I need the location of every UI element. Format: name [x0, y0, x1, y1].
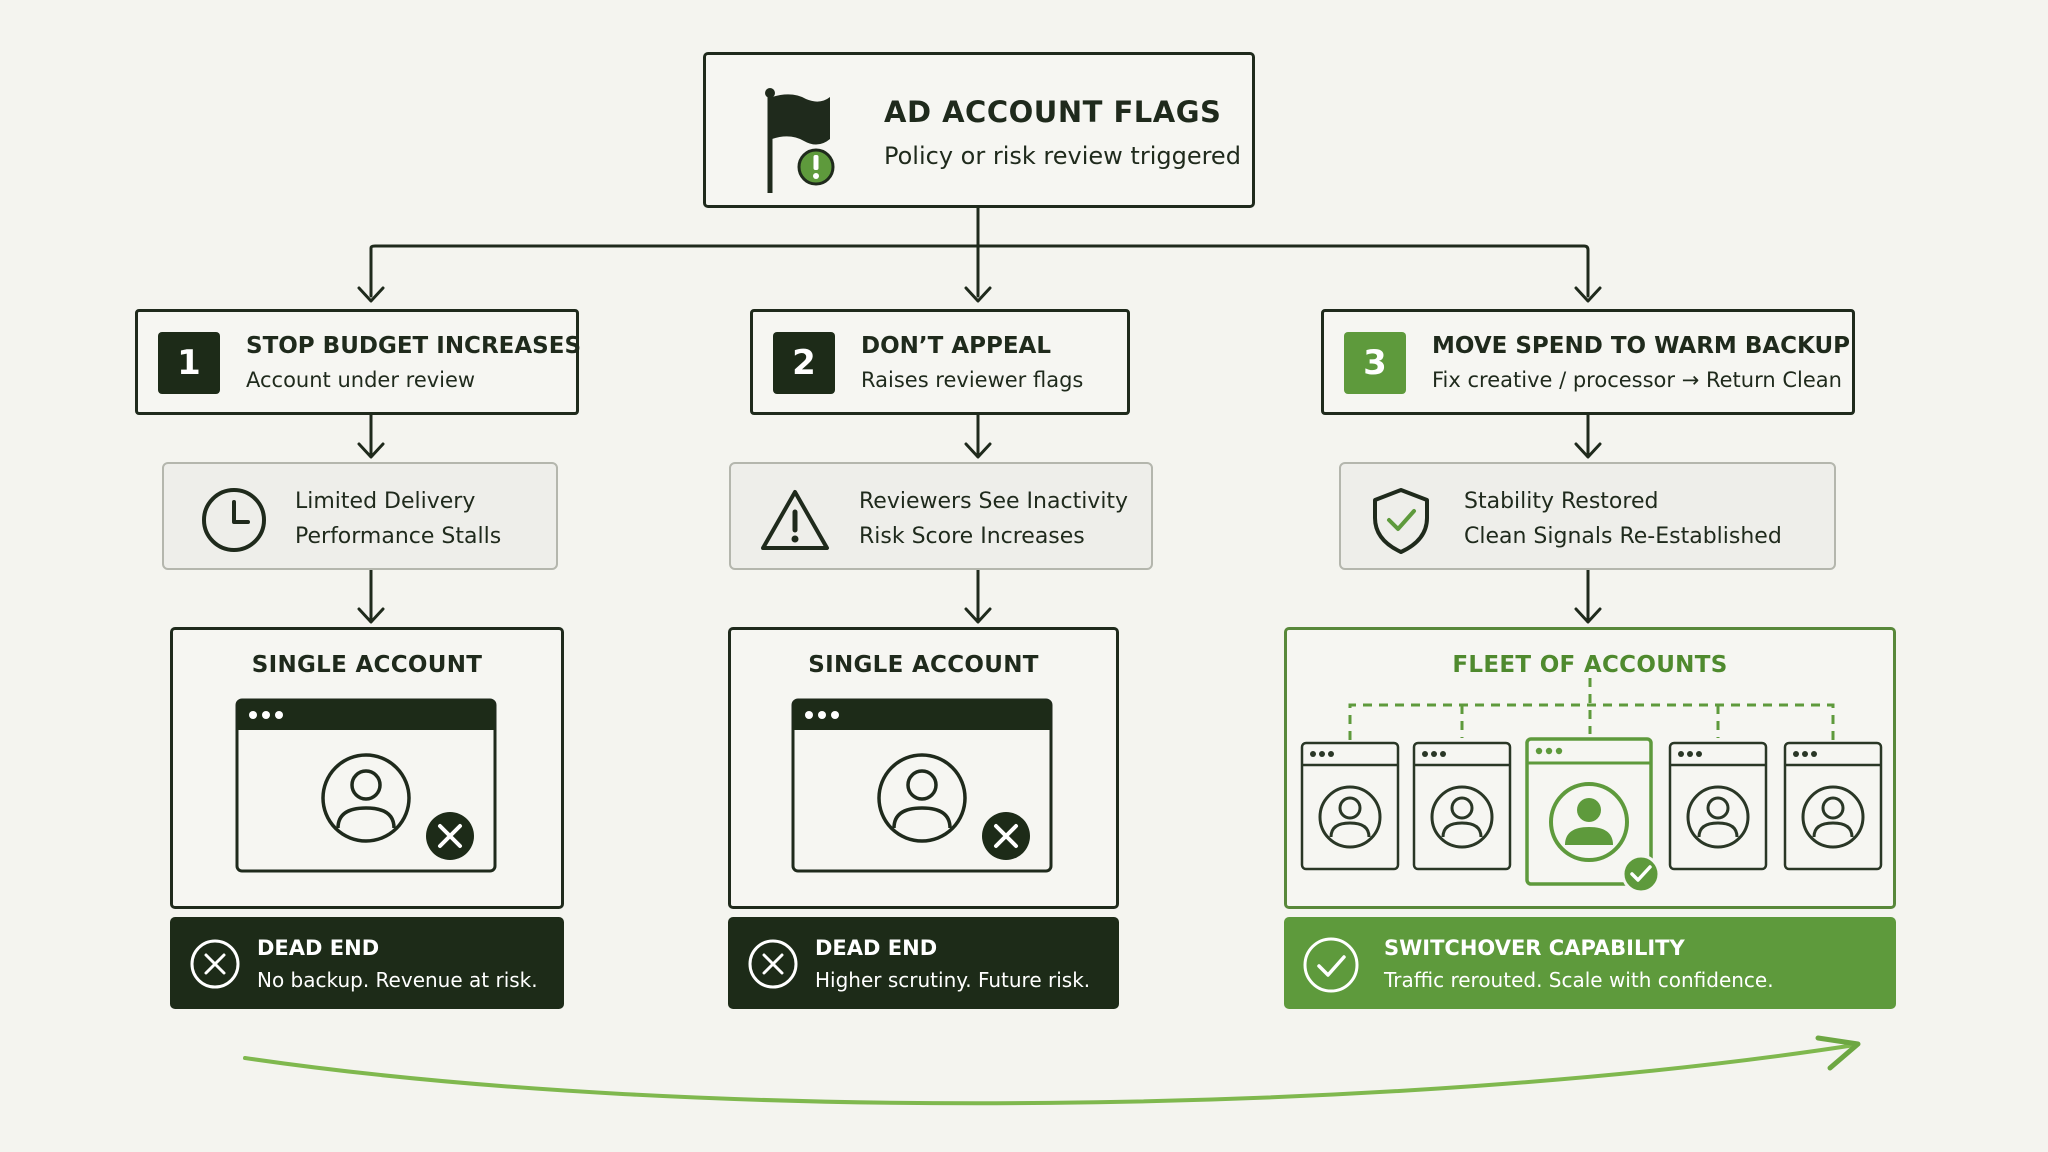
single-account-panel-1: SINGLE ACCOUNT: [170, 627, 564, 909]
result-subtitle: Higher scrutiny. Future risk.: [815, 968, 1091, 992]
fleet-diagram: [1300, 678, 1883, 894]
account-window-icon: [1412, 741, 1512, 871]
step-number-badge: 2: [773, 332, 835, 394]
result-title: DEAD END: [257, 936, 380, 960]
account-window-icon: [1668, 741, 1768, 871]
effect-line-1: Stability Restored: [1464, 489, 1659, 514]
account-window-icon: [791, 698, 1053, 873]
effect-line-1: Limited Delivery: [295, 489, 476, 514]
shield-check-icon: [1373, 488, 1429, 554]
result-switchover-capability: SWITCHOVER CAPABILITY Traffic rerouted. …: [1284, 917, 1896, 1009]
account-panel-title: SINGLE ACCOUNT: [808, 652, 1039, 678]
step-subtitle: Raises reviewer flags: [861, 368, 1084, 392]
active-account-window-icon: [1525, 737, 1661, 894]
single-account-panel-2: SINGLE ACCOUNT: [728, 627, 1119, 909]
x-circle-icon: [190, 939, 240, 989]
root-subtitle: Policy or risk review triggered: [884, 142, 1241, 170]
effect-node-1: Limited Delivery Performance Stalls: [162, 462, 558, 570]
result-subtitle: No backup. Revenue at risk.: [257, 968, 538, 992]
account-window-icon: [1783, 741, 1883, 871]
account-window-icon: [1300, 741, 1400, 871]
result-dead-end-1: DEAD END No backup. Revenue at risk.: [170, 917, 564, 1009]
x-circle-icon: [748, 939, 798, 989]
step-subtitle: Fix creative / processor → Return Clean: [1432, 368, 1842, 392]
warning-triangle-icon: [761, 490, 829, 550]
x-badge-icon: [426, 812, 474, 860]
step-node-3: 3 MOVE SPEND TO WARM BACKUP Fix creative…: [1321, 309, 1855, 415]
x-badge-icon: [982, 812, 1030, 860]
account-panel-title: SINGLE ACCOUNT: [251, 652, 483, 678]
result-title: SWITCHOVER CAPABILITY: [1384, 936, 1685, 960]
effect-node-2: Reviewers See Inactivity Risk Score Incr…: [729, 462, 1153, 570]
step-node-2: 2 DON’T APPEAL Raises reviewer flags: [750, 309, 1130, 415]
effect-line-2: Clean Signals Re-Established: [1464, 524, 1782, 549]
effect-line-1: Reviewers See Inactivity: [859, 489, 1129, 514]
result-dead-end-2: DEAD END Higher scrutiny. Future risk.: [728, 917, 1119, 1009]
root-node: AD ACCOUNT FLAGS Policy or risk review t…: [703, 52, 1255, 208]
result-subtitle: Traffic rerouted. Scale with confidence.: [1384, 968, 1774, 992]
user-avatar-icon: [877, 753, 967, 843]
account-panel-title: FLEET OF ACCOUNTS: [1452, 652, 1728, 678]
root-title: AD ACCOUNT FLAGS: [884, 95, 1222, 129]
check-circle-icon: [1303, 937, 1359, 993]
step-title: MOVE SPEND TO WARM BACKUP: [1432, 333, 1850, 359]
step-number-badge: 1: [158, 332, 220, 394]
fleet-of-accounts-panel: FLEET OF ACCOUNTS: [1284, 627, 1896, 909]
step-subtitle: Account under review: [246, 368, 476, 392]
step-node-1: 1 STOP BUDGET INCREASES Account under re…: [135, 309, 582, 415]
flag-icon: [765, 88, 835, 193]
step-title: STOP BUDGET INCREASES: [246, 333, 582, 359]
effect-node-3: Stability Restored Clean Signals Re-Esta…: [1339, 462, 1836, 570]
result-title: DEAD END: [815, 936, 938, 960]
user-avatar-icon: [321, 753, 411, 843]
step-title: DON’T APPEAL: [861, 333, 1052, 359]
effect-line-2: Risk Score Increases: [859, 524, 1085, 549]
clock-icon: [202, 488, 266, 552]
step-number-badge: 3: [1344, 332, 1406, 394]
account-window-icon: [235, 698, 497, 873]
progress-arrow: [243, 1035, 1861, 1106]
effect-line-2: Performance Stalls: [295, 524, 502, 549]
